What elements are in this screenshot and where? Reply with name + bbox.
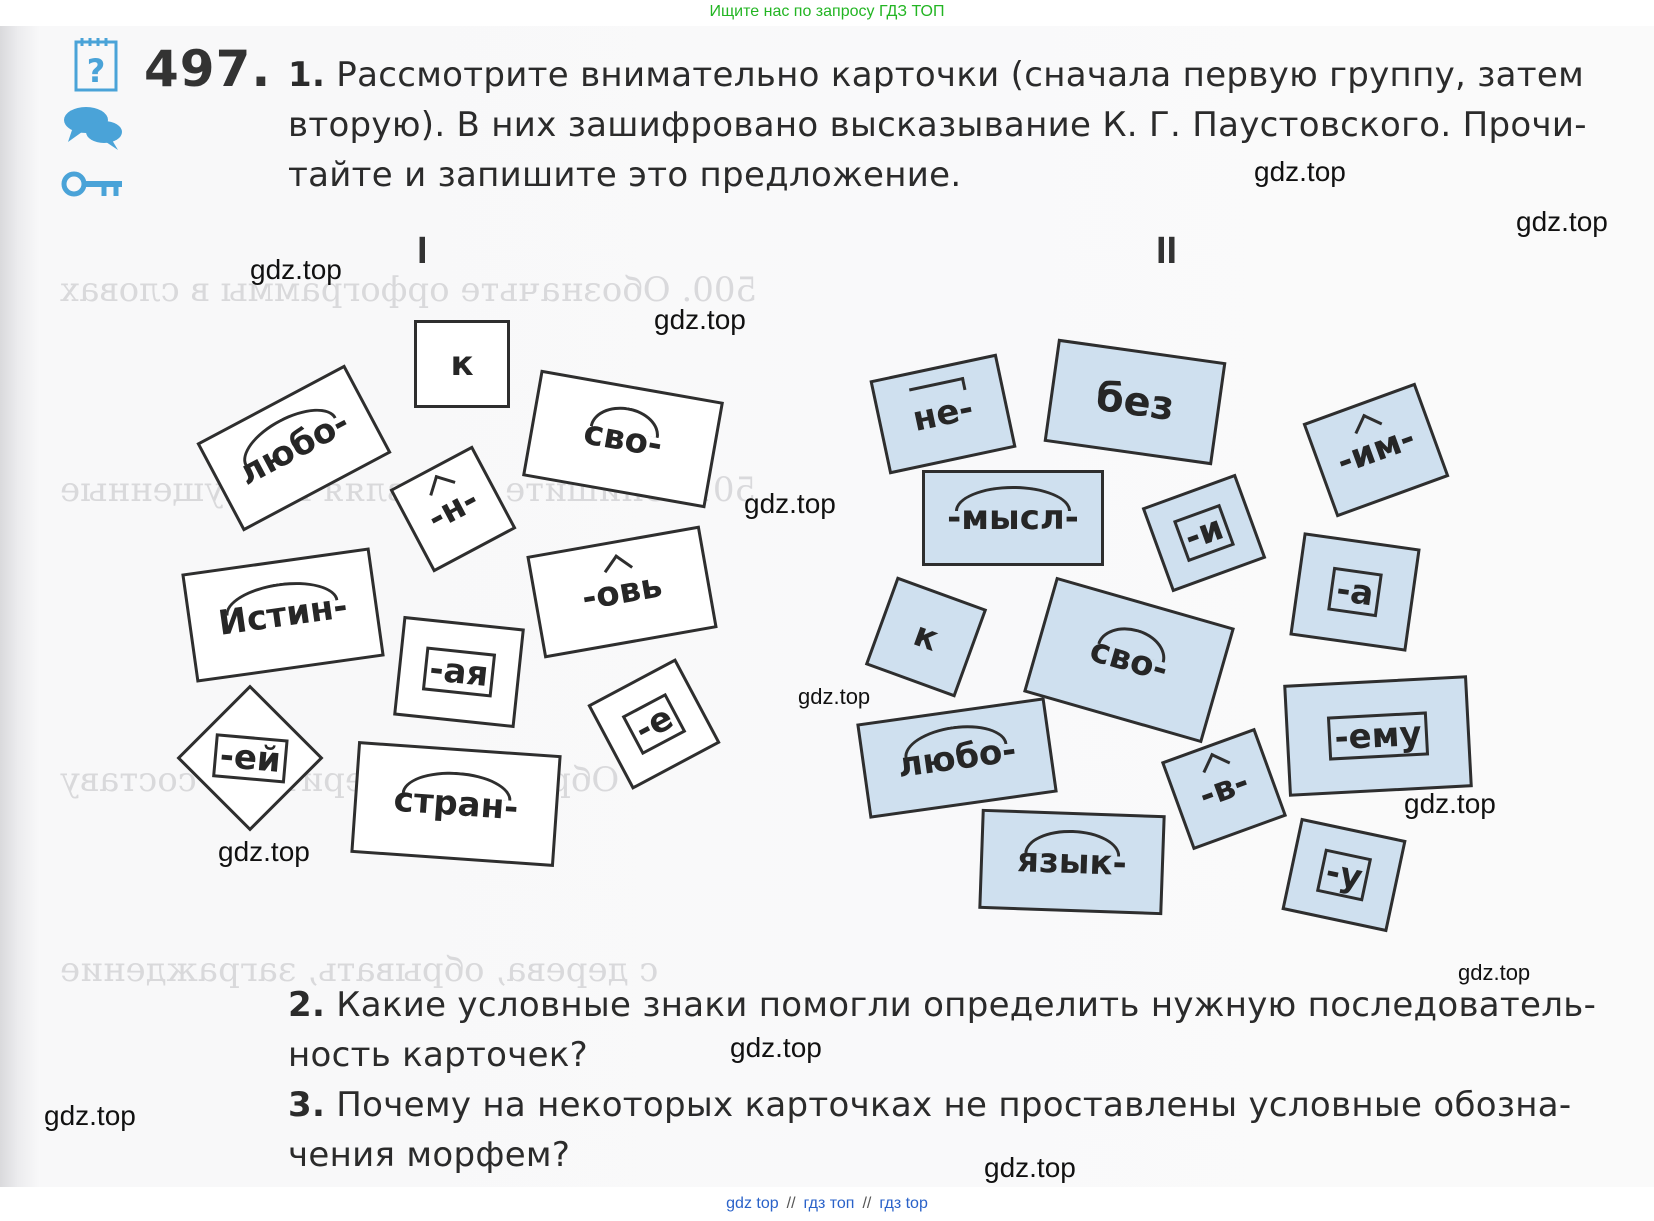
card-label: -а <box>1327 566 1383 618</box>
task1-text: 1. Рассмотрите внимательно карточки (сна… <box>288 50 1618 200</box>
task1-number: 1. <box>288 55 326 95</box>
card-label: -у <box>1315 848 1373 902</box>
card-stran: стран- <box>350 741 562 867</box>
task3-text: 3. Почему на некоторых карточках не прос… <box>288 1080 1618 1180</box>
card-ey: -ей <box>176 684 324 832</box>
card-label: -и <box>1173 503 1235 563</box>
task2-line: 2. Какие условные знаки помогли определи… <box>288 980 1618 1030</box>
card-label: к <box>908 614 944 660</box>
bleed-through-text: 500. Обозначьте орфограммы в словах <box>60 270 758 310</box>
card-label: к <box>450 344 474 384</box>
root-arc-icon <box>954 486 1071 511</box>
watermark: gdz.top <box>798 684 871 709</box>
footer-links: gdz top // гдз топ // гдз top <box>0 1187 1654 1221</box>
card-svo2: сво- <box>1023 576 1235 744</box>
task2-text: 2. Какие условные знаки помогли определи… <box>288 980 1618 1080</box>
card-k2: к <box>864 576 988 698</box>
footer-link[interactable]: gdz top <box>726 1195 779 1212</box>
task2-number: 2. <box>288 985 326 1025</box>
task2-line1: Какие условные знаки помогли определить … <box>336 985 1597 1025</box>
search-banner[interactable]: Ищите нас по запросу ГДЗ ТОП <box>0 0 1654 26</box>
card-u: -у <box>1281 817 1407 933</box>
footer-separator: // <box>862 1195 872 1212</box>
card-i: -и <box>1141 473 1267 593</box>
card-emu: -ему <box>1283 675 1473 797</box>
task1-line3: тайте и запишите это предложение. <box>288 155 962 195</box>
card-a: -а <box>1289 532 1421 652</box>
card-ov: -овь <box>526 525 718 659</box>
task3-line: 3. Почему на некоторых карточках не прос… <box>288 1080 1618 1130</box>
watermark: gdz.top <box>730 1032 822 1063</box>
task1-line2: вторую). В них зашифровано высказывание … <box>288 105 1587 145</box>
task2-line2: ность карточек? <box>288 1035 589 1075</box>
card-yazyk: язык- <box>978 808 1166 916</box>
card-n: -н- <box>389 445 517 573</box>
watermark: gdz.top <box>654 304 746 335</box>
watermark: gdz.top <box>1404 788 1496 819</box>
svg-text:?: ? <box>87 52 106 90</box>
footer-link[interactable]: гдз топ <box>803 1195 855 1212</box>
card-ne: не- <box>869 353 1017 475</box>
card-label: -ая <box>421 646 497 698</box>
task1-line: 1. Рассмотрите внимательно карточки (сна… <box>288 50 1618 100</box>
card-mysl: -мысл- <box>922 470 1104 566</box>
footer-separator: // <box>786 1195 796 1212</box>
watermark: gdz.top <box>44 1100 136 1131</box>
card-k: к <box>414 320 510 408</box>
root-arc-icon <box>1024 828 1122 857</box>
exercise-number: 497. <box>144 40 272 98</box>
card-label: -ему <box>1327 711 1429 761</box>
task3-line1: Почему на некоторых карточках не простав… <box>336 1085 1572 1125</box>
card-label: -ей <box>211 732 289 784</box>
group-label-ii: II <box>1156 230 1178 272</box>
group-label-i: I <box>417 230 428 272</box>
task1-line1: Рассмотрите внимательно карточки (сначал… <box>336 55 1585 95</box>
key-icon <box>61 171 122 197</box>
watermark: gdz.top <box>744 488 836 519</box>
watermark: gdz.top <box>1516 206 1608 237</box>
watermark: gdz.top <box>250 254 342 285</box>
task3-line2: чения морфем? <box>288 1135 571 1175</box>
footer-link[interactable]: гдз top <box>879 1195 928 1212</box>
watermark: gdz.top <box>1458 960 1531 985</box>
card-lyubo2: любо- <box>856 697 1058 819</box>
card-v: -в- <box>1160 727 1288 851</box>
card-label: -е <box>621 693 687 755</box>
card-label: без <box>1093 373 1177 431</box>
watermark: gdz.top <box>984 1152 1076 1183</box>
task3-number: 3. <box>288 1085 326 1125</box>
watermark: gdz.top <box>1254 156 1346 187</box>
card-aya: -ая <box>393 615 525 729</box>
card-bez: без <box>1043 338 1227 466</box>
watermark: gdz.top <box>218 836 310 867</box>
card-istin: Истин- <box>181 547 385 683</box>
question-notebook-icon: ? <box>74 38 118 92</box>
card-im: -им- <box>1302 382 1450 518</box>
speech-bubbles-icon <box>64 107 122 150</box>
